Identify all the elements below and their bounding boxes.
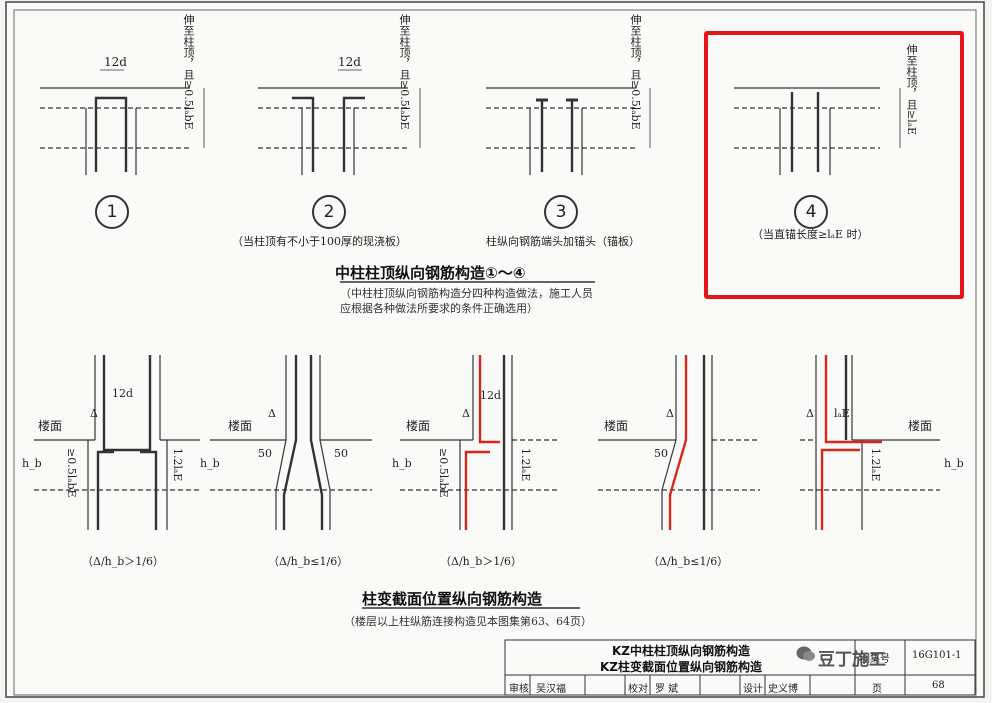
bottom-1-caption: （Δ/h_b＞1/6） — [82, 555, 164, 568]
detail-2 — [258, 69, 421, 175]
bottom-3-delta: Δ — [462, 407, 470, 420]
bottom-section-title: 柱变截面位置纵向钢筋构造 — [362, 590, 543, 608]
bottom-detail-5 — [800, 355, 940, 530]
detail-4-number: 4 — [794, 195, 828, 229]
bottom-5-hb: h_b — [944, 457, 964, 470]
detail-3 — [486, 87, 651, 175]
bottom-1-dim: 12d — [112, 387, 134, 400]
bottom-detail-1 — [34, 355, 200, 530]
bottom-4-caption: （Δ/h_b≤1/6） — [648, 555, 729, 568]
bottom-detail-3 — [400, 355, 560, 530]
title-block-line1: KZ中柱柱顶纵向钢筋构造 — [612, 644, 751, 658]
bottom-1-floor: 楼面 — [38, 419, 63, 433]
bottom-1-hb: h_b — [22, 457, 42, 470]
bottom-4-dim: 50 — [654, 447, 668, 460]
detail-1-side-note: 伸至柱顶，且≥0.5lₐbE — [182, 14, 195, 130]
atlas-number: 16G101-1 — [912, 650, 962, 661]
bottom-3-dim: 12d — [480, 389, 502, 402]
detail-3-caption: 柱纵向钢筋端头加锚头（锚板） — [486, 235, 640, 248]
bottom-2-floor: 楼面 — [228, 419, 253, 433]
title-block-line2: KZ柱变截面位置纵向钢筋构造 — [600, 660, 763, 674]
bottom-3-caption: （Δ/h_b＞1/6） — [440, 555, 522, 568]
highlight-box-detail-4 — [704, 31, 964, 299]
bottom-1-side2: 1.2lₐE — [171, 448, 184, 482]
bottom-5-dim: lₐE — [834, 407, 850, 420]
bottom-5-delta: Δ — [806, 407, 814, 420]
page-number: 68 — [932, 680, 945, 691]
detail-2-dim: 12d — [338, 55, 361, 69]
detail-1 — [40, 69, 205, 175]
review-name: 吴汉福 — [536, 684, 566, 695]
sheet-inner-border — [13, 9, 977, 696]
detail-3-number: 3 — [544, 195, 578, 229]
bottom-detail-4 — [598, 355, 760, 530]
detail-4-caption: （当直锚长度≥lₐE 时） — [752, 228, 869, 241]
detail-4-side-note: 伸至柱顶，且≥lₐE — [905, 44, 918, 136]
page-label: 页 — [872, 684, 882, 695]
bottom-2-caption: （Δ/h_b≤1/6） — [268, 555, 349, 568]
wechat-icon — [796, 646, 815, 661]
bottom-2-delta: Δ — [268, 407, 276, 420]
detail-2-number: 2 — [312, 195, 346, 229]
bottom-1-side1: ≥0.5lₐbE — [65, 448, 78, 498]
title-block — [504, 639, 976, 696]
bottom-4-delta: Δ — [666, 407, 674, 420]
bottom-2-dim-a: 50 — [258, 447, 272, 460]
bottom-3-side2: 1.2lₐE — [519, 448, 532, 482]
check-name: 罗 斌 — [655, 684, 679, 695]
bottom-2-dim-b: 50 — [334, 447, 348, 460]
bottom-3-side1: ≥0.5lₐbE — [437, 448, 450, 498]
watermark-text: 豆丁施工 — [818, 650, 886, 670]
design-label: 设计 — [743, 684, 763, 695]
bottom-detail-2 — [210, 355, 372, 530]
detail-4 — [734, 87, 901, 175]
top-section-title: 中柱柱顶纵向钢筋构造①～④ — [335, 264, 526, 282]
bottom-3-floor: 楼面 — [406, 419, 431, 433]
design-name: 史义博 — [768, 684, 798, 695]
bottom-3-hb: h_b — [392, 457, 412, 470]
bottom-section-note: （楼层以上柱纵筋连接构造见本图集第63、64页） — [344, 615, 592, 628]
bottom-5-side2: 1.2lₐE — [869, 448, 882, 482]
review-label: 审核 — [509, 684, 529, 695]
bottom-2-hb: h_b — [200, 457, 220, 470]
detail-2-caption: （当柱顶有不小于100厚的现浇板） — [232, 235, 407, 248]
bottom-5-floor: 楼面 — [908, 419, 933, 433]
detail-3-side-note: 伸至柱顶，且≥0.5lₐbE — [629, 14, 642, 130]
sheet-border — [5, 1, 985, 698]
atlas-label: 图集号 — [860, 654, 890, 665]
top-section-note: （中柱柱顶纵向钢筋构造分四种构造做法，施工人员应根据各种做法所要求的条件正确选用… — [340, 287, 593, 315]
bottom-4-floor: 楼面 — [604, 419, 629, 433]
detail-1-dim: 12d — [104, 55, 127, 69]
check-label: 校对 — [628, 684, 648, 695]
detail-2-side-note: 伸至柱顶，且≥0.5lₐbE — [398, 14, 411, 130]
bottom-1-delta: Δ — [90, 407, 98, 420]
detail-1-number: 1 — [95, 195, 129, 229]
